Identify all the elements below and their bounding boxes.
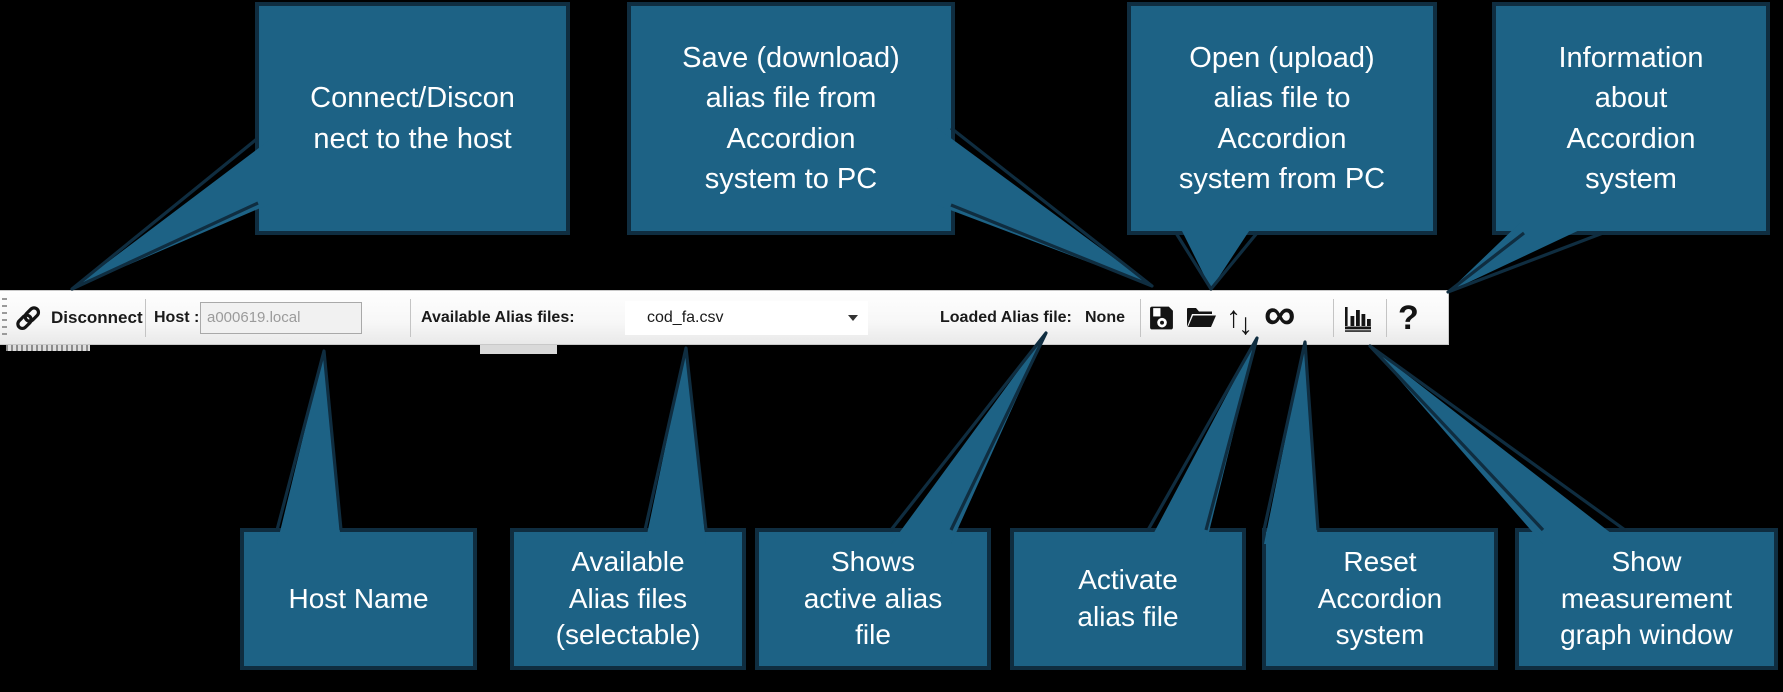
save-alias-file-button[interactable]: [1148, 304, 1175, 331]
callout-tail-available: [645, 348, 706, 544]
callout-available-alias-files-label: Available Alias files (selectable): [555, 545, 701, 651]
callout-tail-outline-activate: [1146, 336, 1259, 531]
open-alias-file-button[interactable]: [1185, 305, 1217, 331]
callout-tail-shows-active: [891, 333, 1046, 544]
callout-information-label: Information about Accordion system: [1558, 42, 1704, 195]
bar-chart-icon: [1345, 306, 1371, 332]
callout-tail-connect: [72, 138, 272, 289]
callout-tail-host-name: [277, 351, 341, 544]
chevron-down-icon: [848, 314, 858, 321]
callout-save-alias-file-label: Save (download) alias file from Accordio…: [682, 42, 900, 195]
callout-connect-disconnect: Connect/Discon nect to the host: [255, 2, 570, 235]
callout-tail-outline-shows-active: [889, 331, 1048, 531]
disconnect-button[interactable]: Disconnect: [12, 302, 143, 334]
callout-activate-alias-file-label: Activate alias file: [1077, 564, 1179, 632]
question-mark-icon: ?: [1398, 298, 1419, 337]
callout-host-name-label: Host Name: [288, 582, 429, 614]
loaded-alias-file-value: None: [1085, 308, 1125, 326]
callout-shows-active-alias: Shows active alias file: [755, 528, 991, 670]
chain-link-icon: [16, 305, 41, 330]
disconnect-button-label: Disconnect: [51, 307, 143, 327]
up-down-arrows-icon: ↑↓: [1226, 300, 1253, 341]
toolbar-separator: [1333, 298, 1334, 337]
loaded-alias-file-label: Loaded Alias file:: [940, 308, 1072, 326]
callout-tail-outline-reset: [1262, 340, 1320, 531]
callout-tail-show-graph: [1370, 346, 1625, 544]
callout-activate-alias-file: Activate alias file: [1010, 528, 1246, 670]
reset-system-button[interactable]: ∞: [1264, 289, 1296, 340]
toolbar-separator: [1386, 298, 1387, 337]
available-alias-files-value: cod_fa.csv: [647, 308, 724, 326]
toolbar-separator: [410, 298, 411, 337]
callout-tail-outline-open: [1174, 231, 1259, 291]
callout-tail-outline-available: [643, 346, 708, 531]
callout-tail-reset: [1264, 342, 1318, 544]
activate-alias-file-button[interactable]: ↑↓: [1226, 300, 1253, 341]
host-label: Host :: [154, 308, 200, 326]
toolbar-grip-handle[interactable]: [2, 297, 7, 338]
callout-open-alias-file-label: Open (upload) alias file to Accordion sy…: [1178, 42, 1386, 195]
save-floppy-icon: [1150, 306, 1173, 329]
measurement-graph-button[interactable]: [1343, 304, 1373, 332]
toolbar-separator: [145, 298, 146, 337]
callout-show-graph-window-label: Show measurement graph window: [1560, 545, 1733, 651]
callout-show-graph-window: Show measurement graph window: [1515, 528, 1778, 670]
available-alias-files-label: Available Alias files:: [421, 308, 575, 326]
available-alias-files-select[interactable]: cod_fa.csv: [625, 300, 868, 335]
open-folder-icon: [1187, 307, 1216, 327]
help-button[interactable]: ?: [1398, 301, 1419, 335]
callout-tail-outline-show-graph: [1368, 344, 1626, 532]
callout-host-name: Host Name: [240, 528, 477, 670]
callout-available-alias-files: Available Alias files (selectable): [510, 528, 746, 670]
callout-open-alias-file: Open (upload) alias file to Accordion sy…: [1127, 2, 1437, 235]
callout-tail-save: [937, 128, 1152, 286]
callout-tail-outline-save: [950, 126, 1154, 288]
infinity-reset-icon: ∞: [1264, 289, 1296, 339]
callout-connect-disconnect-label: Connect/Discon nect to the host: [310, 82, 515, 155]
toolbar-separator: [1140, 298, 1141, 337]
host-input[interactable]: [200, 301, 362, 334]
callout-reset-system-label: Reset Accordion system: [1317, 545, 1443, 651]
callout-tail-outline-host-name: [275, 349, 343, 531]
callout-information: Information about Accordion system: [1492, 2, 1770, 235]
callout-tail-outline-info: [1446, 231, 1604, 294]
callout-tail-activate: [1148, 338, 1257, 544]
toolbar: Disconnect Host : Available Alias files:…: [0, 290, 1449, 345]
callout-shows-active-alias-label: Shows active alias file: [803, 545, 943, 651]
toolbar-overflow-strip: [6, 345, 90, 351]
callout-reset-system: Reset Accordion system: [1262, 528, 1498, 670]
callout-save-alias-file: Save (download) alias file from Accordio…: [627, 2, 955, 235]
window-fragment: [480, 344, 557, 354]
callout-tail-outline-connect: [70, 136, 260, 291]
